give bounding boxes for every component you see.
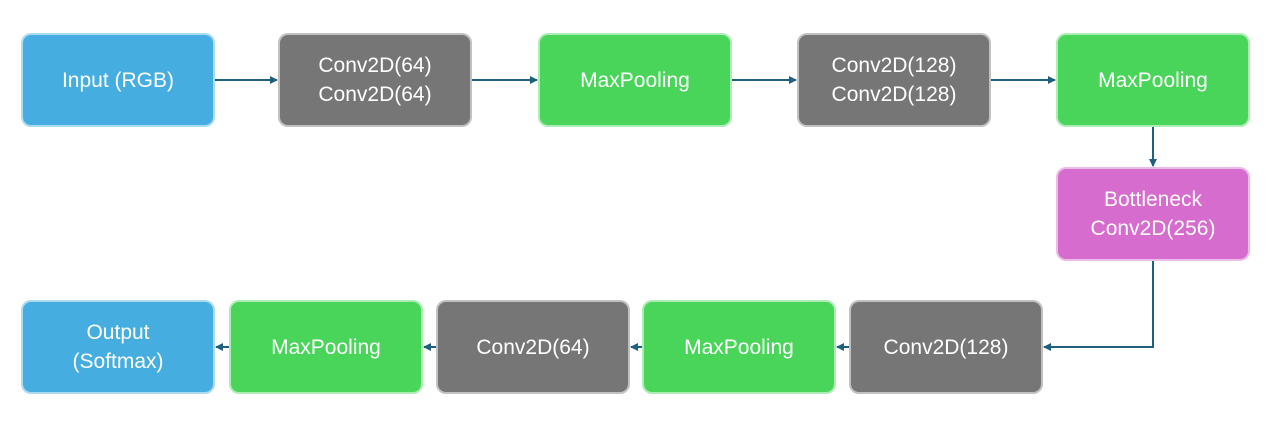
pool-layer-label: MaxPooling: [271, 335, 381, 359]
conv-layer-label: Conv2D(64): [476, 335, 590, 359]
conv2d-128-node: Conv2D(128): [849, 300, 1043, 394]
conv2d-64-node: Conv2D(64): [436, 300, 630, 394]
maxpooling-node-4: MaxPooling: [229, 300, 423, 394]
conv2d-128-block: Conv2D(128) Conv2D(128): [797, 33, 991, 127]
bottleneck-title: Bottleneck: [1103, 188, 1203, 211]
input-node: Input (RGB): [21, 33, 215, 127]
conv-layer-label: Conv2D(64): [318, 54, 432, 77]
output-activation-label: (Softmax): [72, 350, 164, 373]
maxpooling-node-1: MaxPooling: [538, 33, 732, 127]
bottleneck-conv-label: Conv2D(256): [1090, 217, 1216, 240]
conv-layer-label: Conv2D(64): [318, 83, 432, 106]
conv-layer-label: Conv2D(128): [883, 335, 1009, 359]
pool-layer-label: MaxPooling: [580, 68, 690, 92]
bottleneck-node: Bottleneck Conv2D(256): [1056, 167, 1250, 261]
conv-layer-label: Conv2D(128): [831, 83, 957, 106]
conv-layer-label: Conv2D(128): [831, 54, 957, 77]
conv2d-64-block: Conv2D(64) Conv2D(64): [278, 33, 472, 127]
arrow-bottleneck-to-conv3: [1043, 260, 1154, 351]
pool-layer-label: MaxPooling: [684, 335, 794, 359]
maxpooling-node-2: MaxPooling: [1056, 33, 1250, 127]
maxpooling-node-3: MaxPooling: [642, 300, 836, 394]
pool-layer-label: MaxPooling: [1098, 68, 1208, 92]
output-title: Output: [86, 321, 150, 344]
input-node-label: Input (RGB): [61, 68, 175, 92]
output-node: Output (Softmax): [21, 300, 215, 394]
